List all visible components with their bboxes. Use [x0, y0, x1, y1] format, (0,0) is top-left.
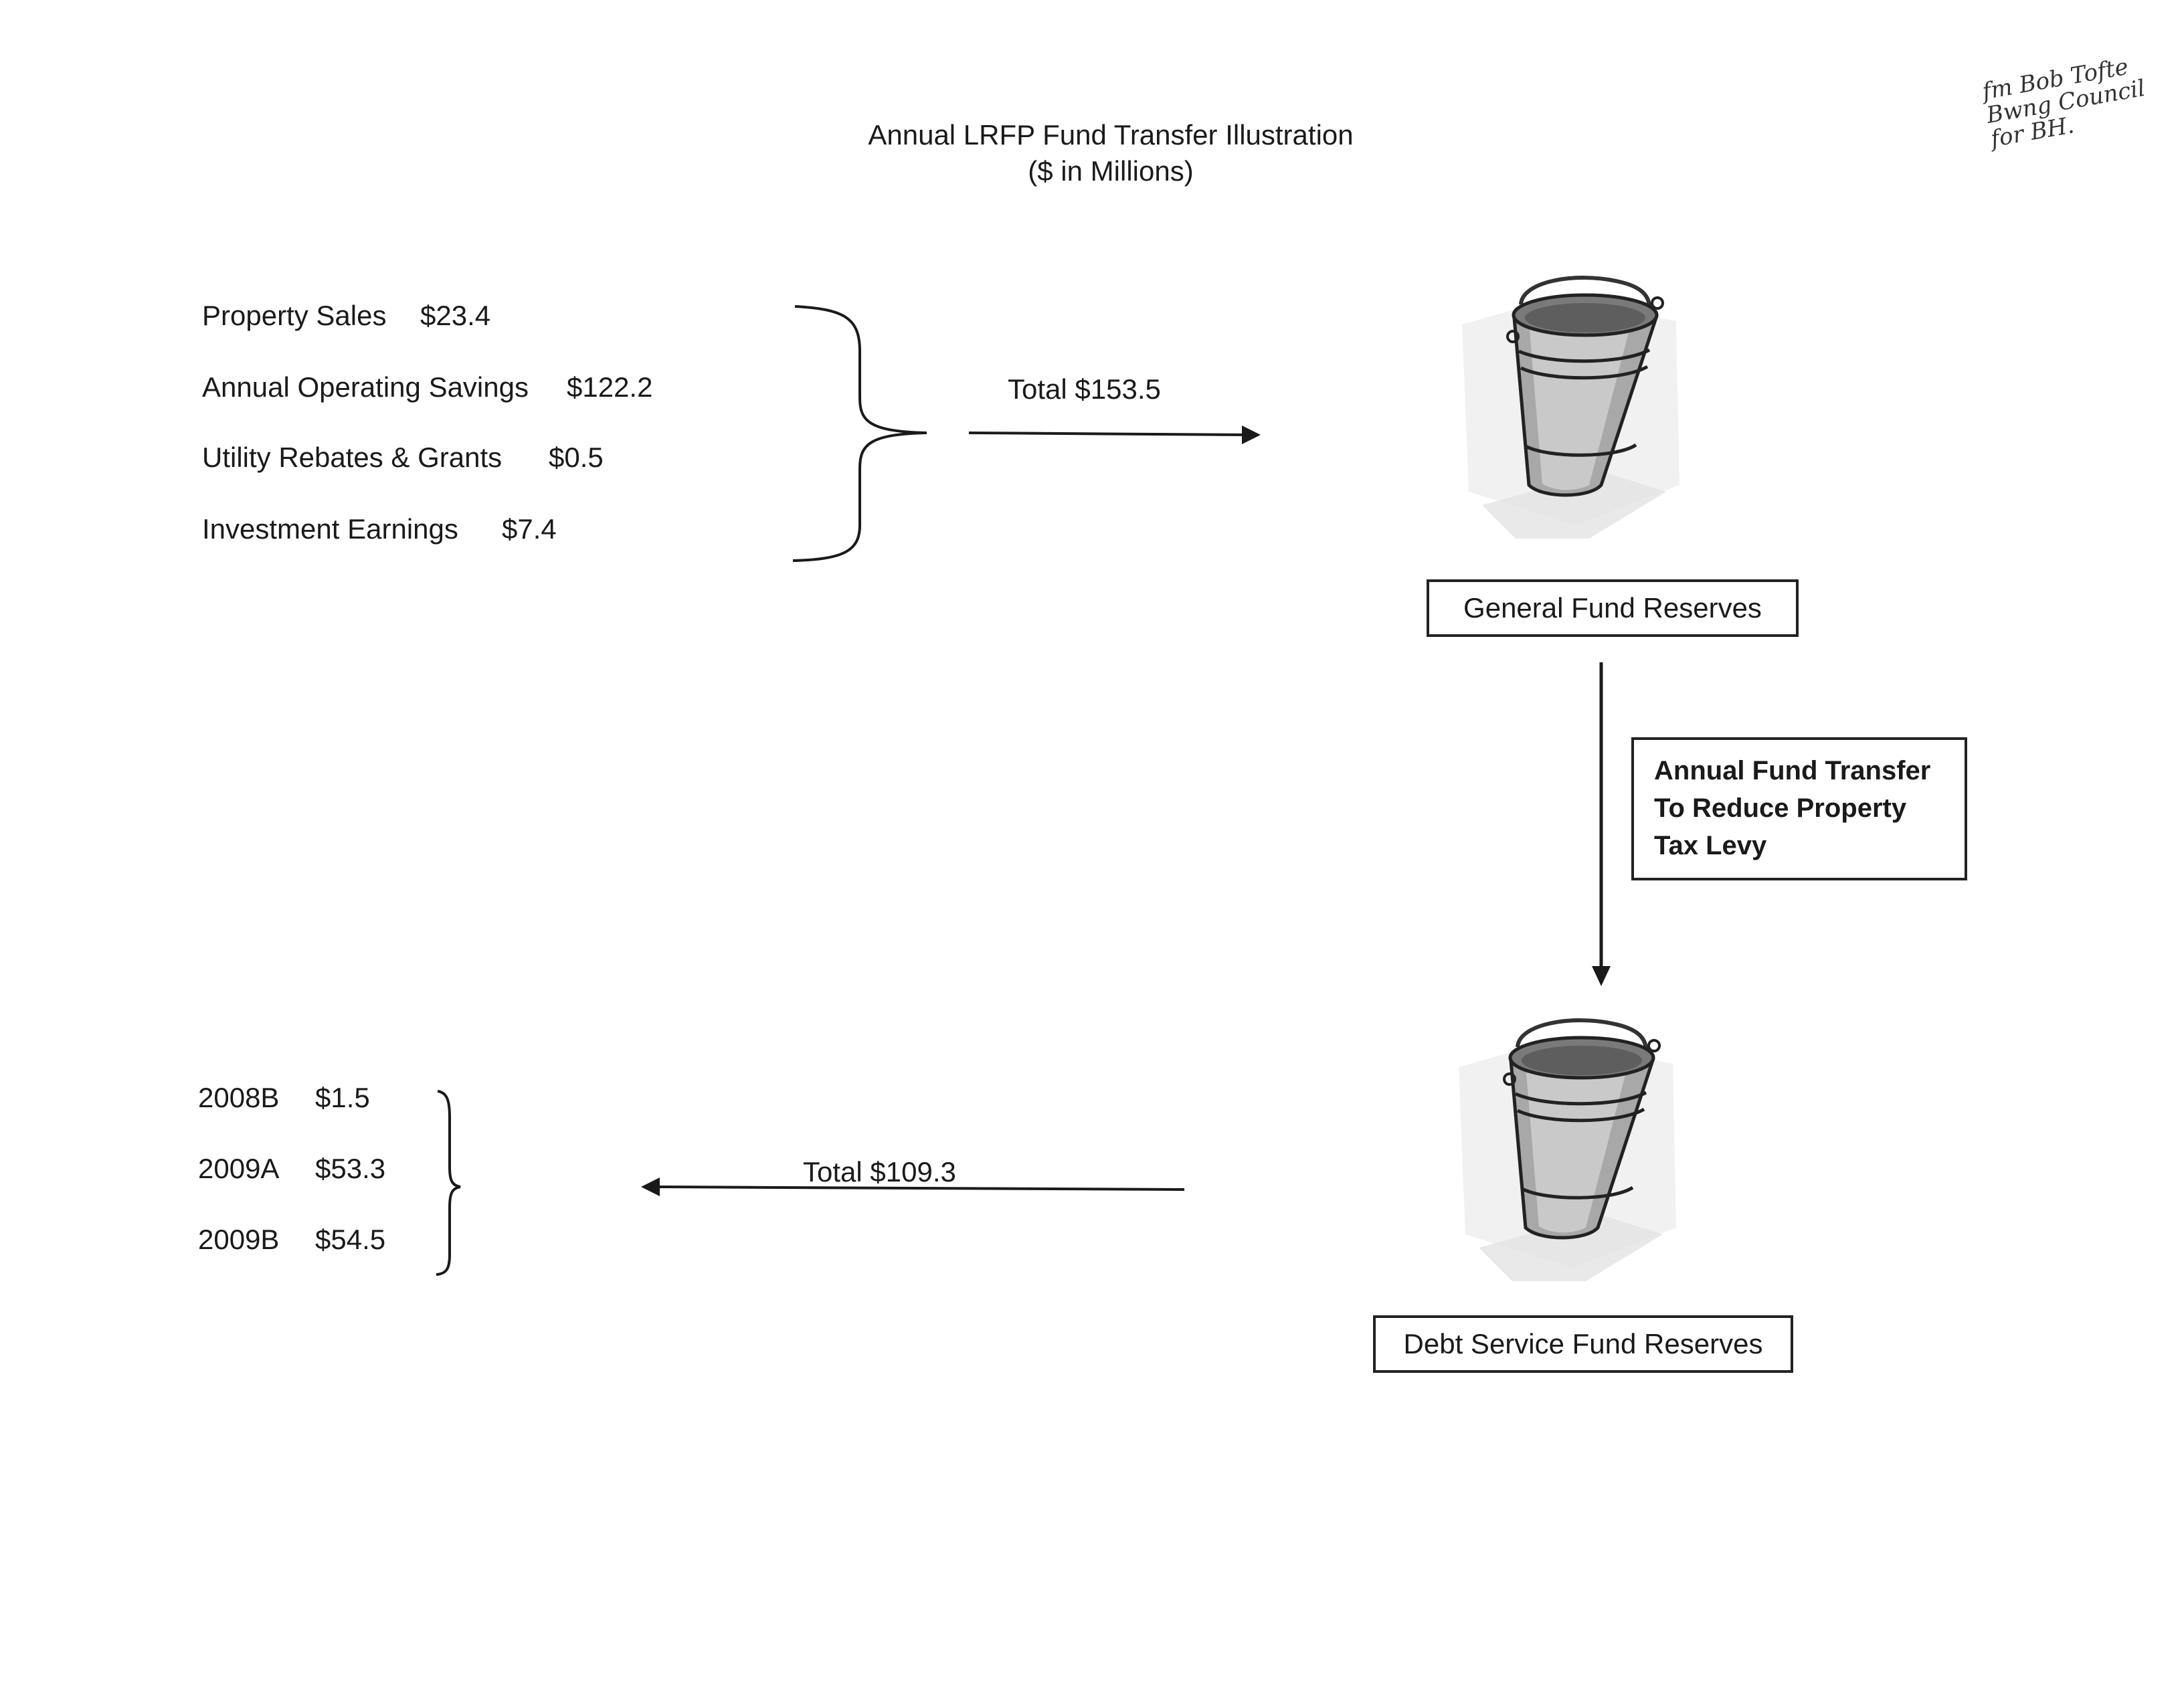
- transfer-label-line: Annual Fund Transfer: [1654, 756, 1931, 785]
- transfer-label-line: To Reduce Property: [1654, 793, 1907, 823]
- source-label: Investment Earnings: [202, 513, 458, 545]
- outflow-arrow: [641, 1177, 1185, 1196]
- inflow-arrow: [968, 426, 1261, 444]
- bond-label: 2009B: [198, 1224, 280, 1255]
- source-label: Annual Operating Savings: [202, 371, 529, 403]
- general-fund-label-box: General Fund Reserves: [1427, 579, 1799, 637]
- bond-label: 2008B: [198, 1082, 280, 1113]
- bond-brace: [436, 1090, 461, 1276]
- debt-fund-label: Debt Service Fund Reserves: [1403, 1328, 1763, 1359]
- source-value: $122.2: [567, 371, 653, 403]
- debt-fund-label-box: Debt Service Fund Reserves: [1373, 1315, 1793, 1373]
- bond-label: 2009A: [198, 1153, 280, 1184]
- bond-value: $53.3: [315, 1153, 386, 1184]
- bond-value: $1.5: [315, 1082, 370, 1113]
- source-item: Annual Operating Savings $122.2: [202, 371, 652, 403]
- bond-item: 2009A $53.3: [198, 1153, 385, 1185]
- bucket-icon: [1462, 276, 1679, 539]
- bucket-icon: [1459, 1018, 1676, 1281]
- page-title: Annual LRFP Fund Transfer Illustration (…: [0, 117, 2184, 189]
- title-line: Annual LRFP Fund Transfer Illustration: [868, 119, 1354, 151]
- transfer-label-line: Tax Levy: [1654, 831, 1767, 860]
- source-item: Investment Earnings $7.4: [202, 513, 557, 545]
- source-value: $23.4: [420, 300, 491, 331]
- transfer-label-box: Annual Fund Transfer To Reduce Property …: [1631, 737, 1967, 880]
- source-item: Utility Rebates & Grants $0.5: [202, 442, 604, 474]
- source-label: Utility Rebates & Grants: [202, 442, 503, 473]
- source-item: Property Sales $23.4: [202, 300, 490, 332]
- transfer-arrow: [1592, 662, 1611, 986]
- bond-item: 2009B $54.5: [198, 1224, 385, 1256]
- bond-value: $54.5: [315, 1224, 386, 1255]
- source-value: $7.4: [502, 513, 557, 545]
- outflow-total: Total $109.3: [803, 1156, 956, 1188]
- subtitle-line: ($ in Millions): [1028, 155, 1194, 187]
- inflow-total: Total $153.5: [1008, 373, 1161, 405]
- source-value: $0.5: [549, 442, 604, 473]
- bond-item: 2008B $1.5: [198, 1082, 370, 1114]
- source-label: Property Sales: [202, 300, 387, 331]
- source-brace: [792, 305, 927, 562]
- general-fund-label: General Fund Reserves: [1463, 592, 1762, 624]
